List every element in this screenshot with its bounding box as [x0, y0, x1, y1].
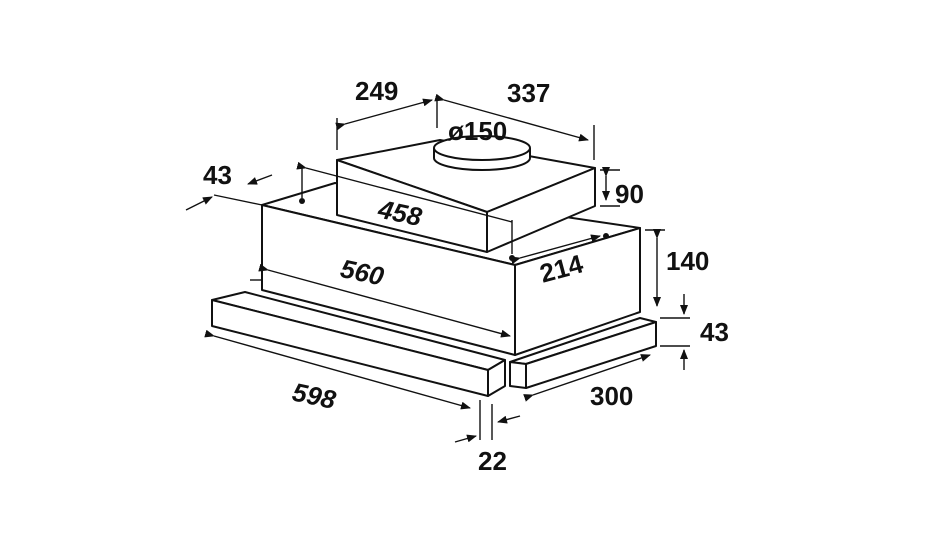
mount-hole	[509, 255, 515, 261]
dim-598: 598	[290, 377, 339, 415]
duct-collar	[433, 135, 531, 171]
top-box	[336, 139, 596, 253]
dim-22: 22	[478, 446, 507, 476]
dimension-lines	[185, 93, 690, 443]
mount-hole	[603, 233, 609, 239]
dim-43-panel: 43	[700, 317, 729, 347]
dim-249: 249	[355, 76, 398, 106]
dim-337: 337	[507, 78, 550, 108]
dim-300: 300	[590, 381, 633, 411]
dim-43-rear: 43	[203, 160, 232, 190]
dim-90: 90	[615, 179, 644, 209]
dim-140: 140	[666, 246, 709, 276]
mount-hole	[299, 198, 305, 204]
dim-diameter-150: ø150	[448, 116, 507, 146]
